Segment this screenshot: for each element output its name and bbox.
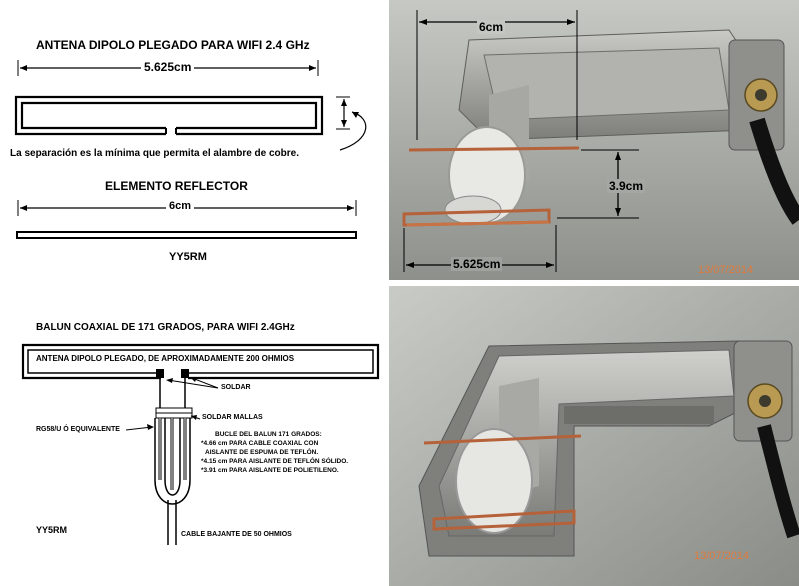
dipole-length-label: 5.625cm <box>141 60 195 74</box>
loop-note-line: *4.15 cm PARA AISLANTE DE TEFLÓN SÓLIDO. <box>201 458 349 465</box>
photo-top-illustration <box>389 0 799 280</box>
photo-top: 6cm 3.9cm 5.625cm 13/07/2014 <box>389 0 799 280</box>
reflector-title: ELEMENTO REFLECTOR <box>105 179 248 193</box>
balun-author: YY5RM <box>36 525 68 535</box>
photo-dim-dipole: 5.625cm <box>451 257 503 271</box>
loop-note-line: BUCLE DEL BALUN 171 GRADOS: <box>215 431 322 438</box>
photo-dim-gap: 3.9cm <box>607 179 646 193</box>
dipole-title: ANTENA DIPOLO PLEGADO PARA WIFI 2.4 GHz <box>36 38 310 52</box>
loop-note-line: *4.66 cm PARA CABLE COAXIAL CON <box>201 440 319 447</box>
soldar-label: SOLDAR <box>221 384 251 391</box>
loop-note-line: AISLANTE DE ESPUMA DE TEFLÓN. <box>205 449 319 456</box>
photo-bottom-date: 13/07/2014 <box>694 550 750 562</box>
reflector-author: YY5RM <box>169 251 207 263</box>
balun-antenna-box-label: ANTENA DIPOLO PLEGADO, DE APROXIMADAMENT… <box>36 354 295 363</box>
photo-dim-width: 6cm <box>477 20 506 34</box>
loop-notes: BUCLE DEL BALUN 171 GRADOS: *4.66 cm PAR… <box>201 430 348 475</box>
photo-bottom-illustration <box>389 286 799 586</box>
loop-note-line: *3.91 cm PARA AISLANTE DE POLIETILENO. <box>201 467 339 474</box>
cable-type-label: RG58/U Ó EQUIVALENTE <box>36 426 120 433</box>
balun-title: BALUN COAXIAL DE 171 GRADOS, PARA WIFI 2… <box>36 322 295 333</box>
photo-top-date: 13/07/2014 <box>698 264 754 276</box>
soldar-mallas-label: SOLDAR MALLAS <box>202 414 263 421</box>
photo-top-dimensions <box>403 10 639 272</box>
feed-cable-label: CABLE BAJANTE DE 50 OHMIOS <box>181 531 292 538</box>
dipole-gap-note: La separación es la mínima que permita e… <box>10 148 300 159</box>
photo-bottom: 13/07/2014 <box>389 286 799 586</box>
reflector-length-label: 6cm <box>166 200 195 212</box>
